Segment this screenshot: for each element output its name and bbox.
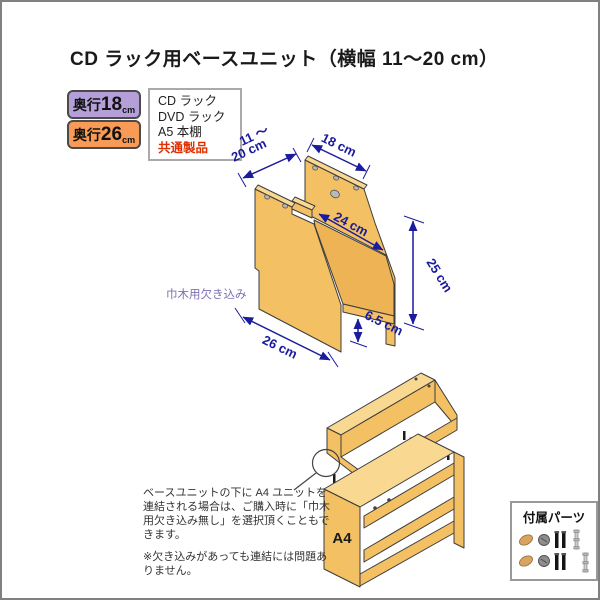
badge-value: 18: [100, 94, 123, 115]
compat-item: DVD ラック: [158, 109, 226, 124]
compatible-products-box: CD ラック DVD ラック A5 本棚 共通製品: [148, 88, 242, 161]
badge-unit: cm: [122, 135, 136, 145]
badge-prefix: 奥行: [72, 126, 101, 143]
callout-circle: [311, 448, 341, 478]
connection-note: ベースユニットの下に A4 ユニットを 連結される場合は、ご購入時に「巾木 用欠…: [143, 486, 330, 578]
compat-highlight: 共通製品: [158, 140, 209, 155]
badge-unit: cm: [122, 105, 136, 115]
included-parts-icons: [519, 529, 589, 573]
page-title: CD ラック用ベースユニット（横幅 11〜20 cm）: [70, 49, 499, 70]
note-line: きます。: [143, 529, 186, 541]
connector-bolt-icon: [573, 529, 589, 573]
badge-prefix: 奥行: [72, 96, 101, 113]
baseboard-notch-label: 巾木用欠き込み: [166, 287, 247, 301]
dim-bottom-depth: 26 cm: [260, 332, 300, 362]
compat-item: A5 本棚: [158, 125, 202, 139]
cam-lock-icon: [538, 534, 550, 567]
badge-value: 26: [100, 124, 123, 145]
a4-unit-label: A4: [332, 530, 352, 547]
note-line: 用欠き込み無し」を選択頂くこともで: [143, 515, 330, 527]
compat-item: CD ラック: [158, 94, 218, 108]
dowel-pin-icon: [554, 531, 567, 570]
note-line: ※欠き込みがあっても連結には問題あ: [143, 551, 328, 563]
note-line: 連結される場合は、ご購入時に「巾木: [143, 501, 330, 513]
included-parts-box: 付属パーツ: [510, 501, 598, 581]
note-line: りません。: [143, 565, 198, 577]
included-parts-title: 付属パーツ: [522, 511, 586, 525]
dim-height: 25 cm: [423, 256, 455, 295]
wood-dowel-icon: [519, 534, 533, 567]
note-line: ベースユニットの下に A4 ユニットを: [143, 487, 328, 499]
dim-top-depth: 18 cm: [319, 130, 359, 160]
stacking-diagram: A4: [293, 372, 465, 588]
